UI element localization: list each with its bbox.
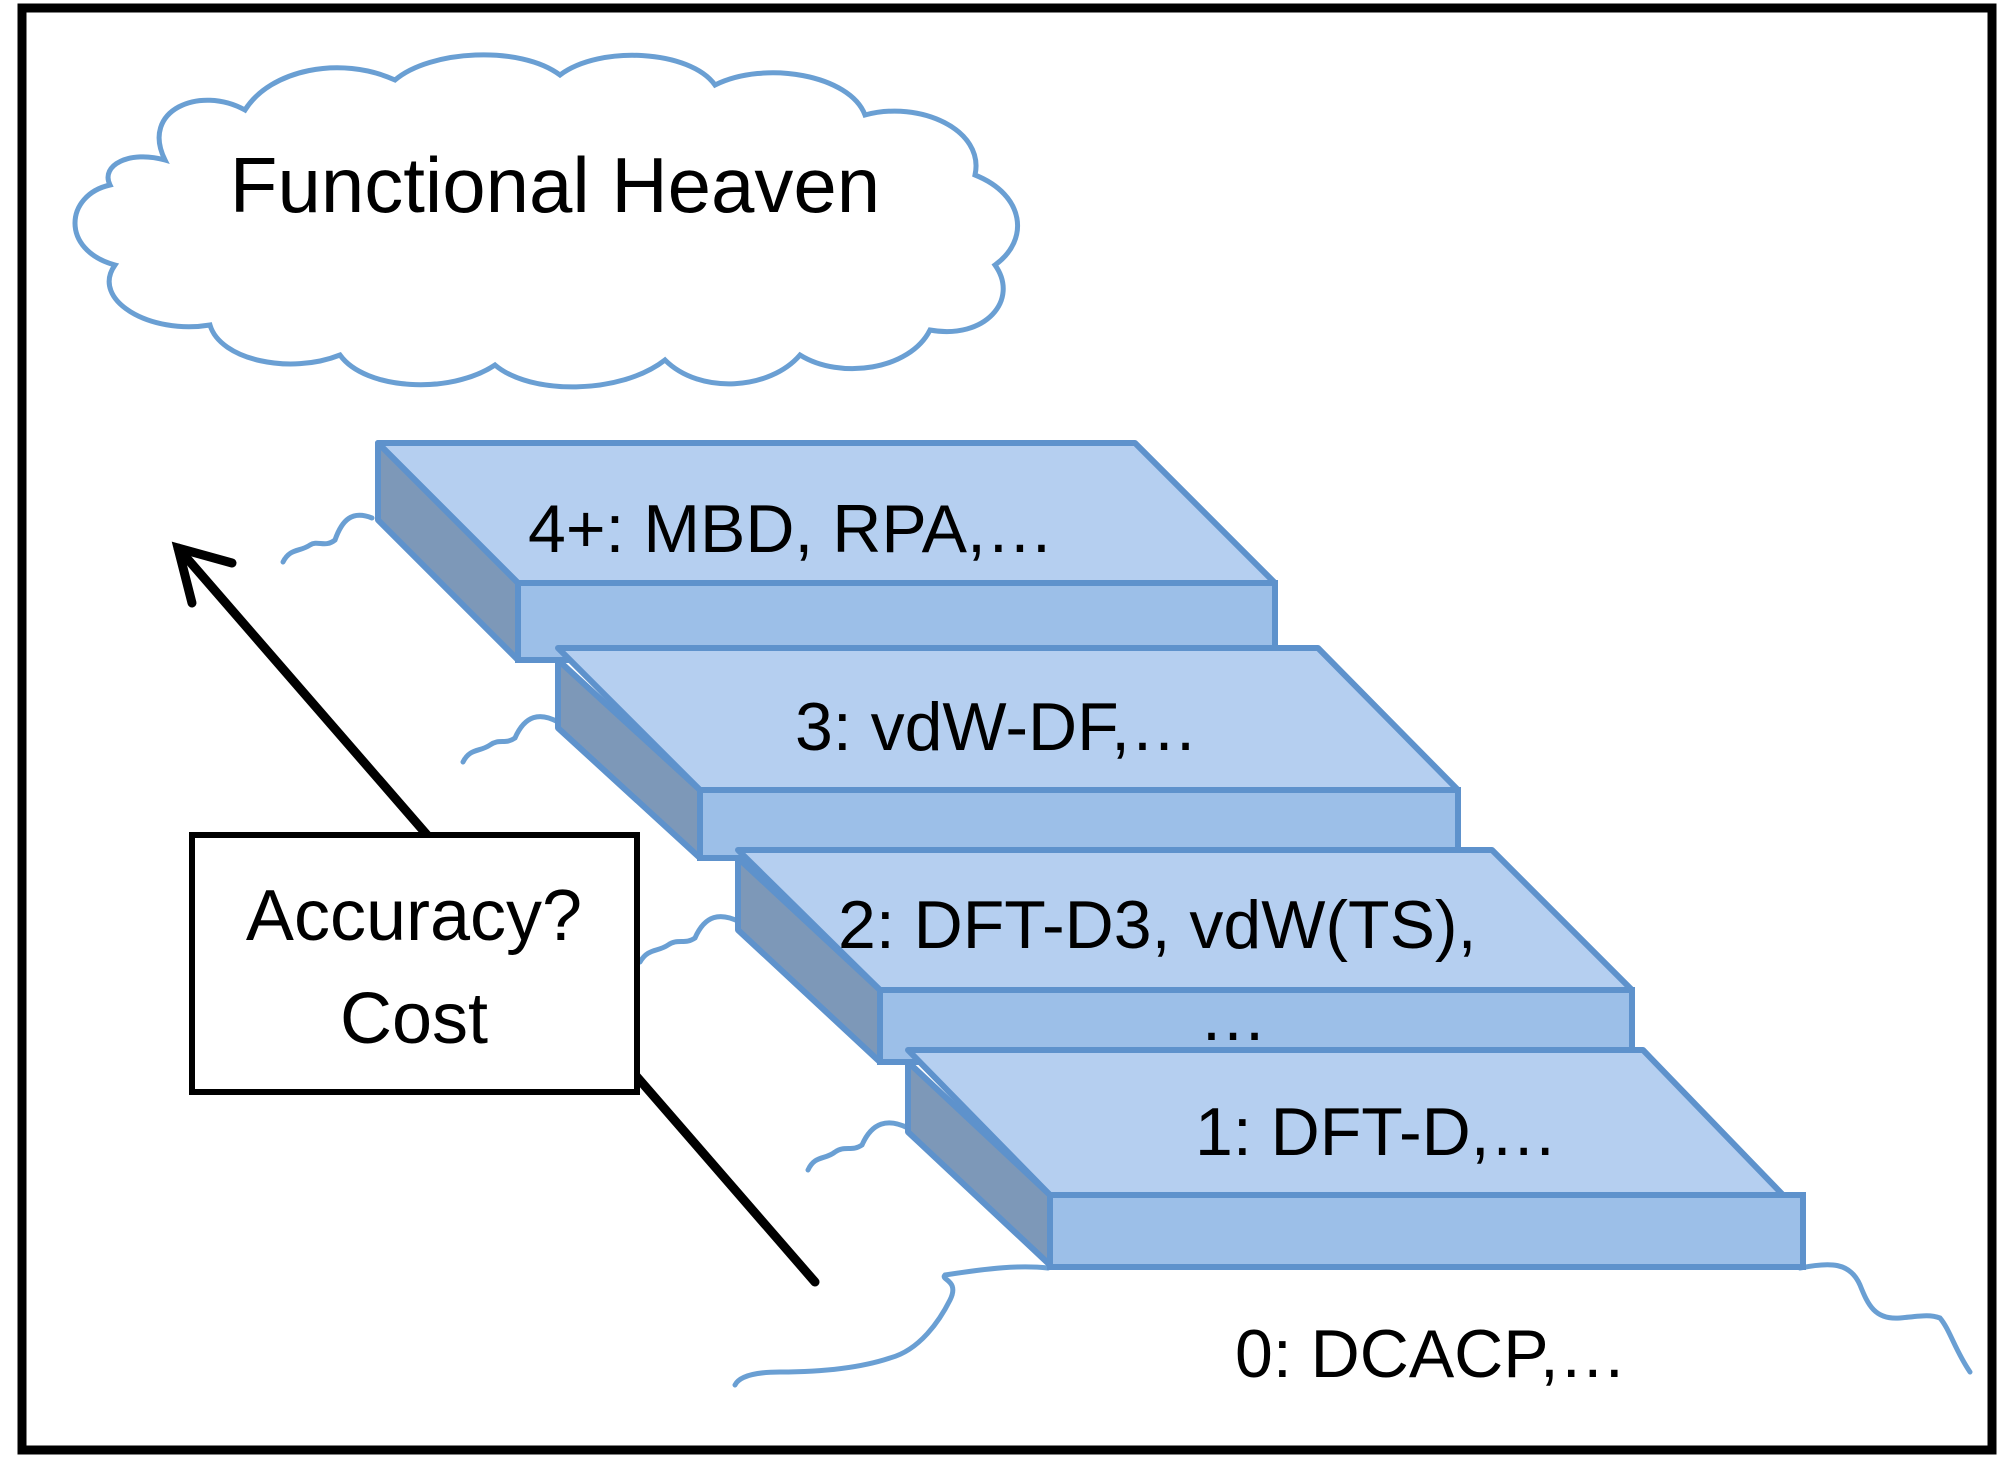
accuracy-label: Accuracy? <box>246 876 582 956</box>
up-left-arrow-icon <box>171 541 237 608</box>
step-1: 1: DFT-D,… <box>905 1047 1806 1270</box>
squiggle-step-2 <box>637 914 743 965</box>
squiggle-step-1 <box>805 1120 911 1173</box>
accuracy-cost-box: Accuracy? Cost <box>189 832 640 1095</box>
squiggle-ground-right <box>1797 1262 1973 1375</box>
label-box <box>189 832 640 1095</box>
step-3-label: 3: vdW-DF,… <box>795 689 1198 765</box>
step-1-front <box>1047 1192 1806 1270</box>
step-4-label: 4+: MBD, RPA,… <box>528 491 1054 567</box>
cloud-shape <box>72 52 1021 390</box>
ground-label: 0: DCACP,… <box>1235 1316 1627 1392</box>
squiggle-ground <box>732 1264 1051 1388</box>
step-4: 4+: MBD, RPA,… <box>375 440 1278 663</box>
cloud-title: Functional Heaven <box>230 141 880 229</box>
step-edge-squiggles <box>280 512 1973 1388</box>
squiggle-step-4 <box>280 512 375 565</box>
step-3: 3: vdW-DF,… <box>555 645 1461 861</box>
squiggle-step-3 <box>460 714 561 765</box>
step-3-front <box>697 787 1461 861</box>
cost-label: Cost <box>340 979 488 1059</box>
step-2-continuation: … <box>1199 979 1267 1055</box>
step-1-label: 1: DFT-D,… <box>1195 1094 1558 1170</box>
step-2: 2: DFT-D3, vdW(TS), … <box>735 847 1635 1065</box>
step-2-label: 2: DFT-D3, vdW(TS), <box>838 887 1476 963</box>
functional-heaven-cloud: Functional Heaven <box>72 52 1021 390</box>
